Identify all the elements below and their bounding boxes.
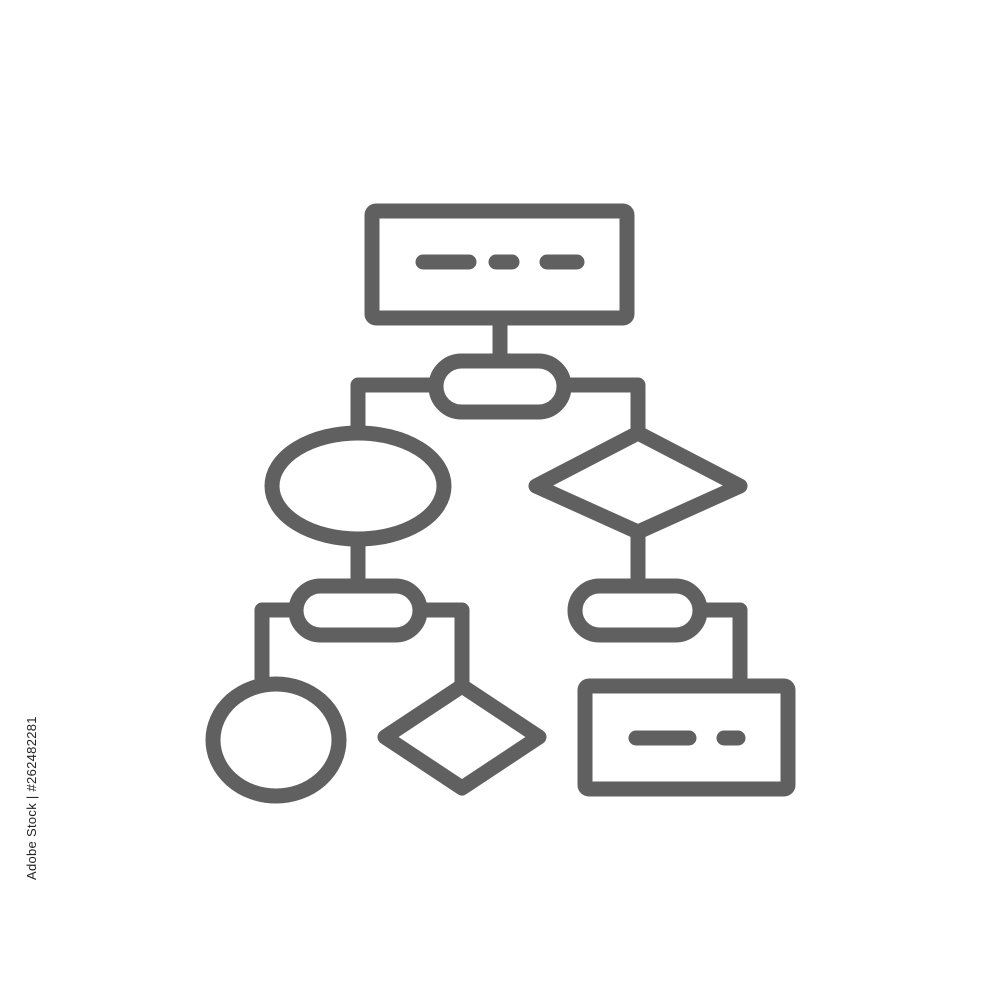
process-box-top (364, 203, 635, 326)
connector-lower-left-branch (254, 602, 304, 693)
decision-diamond-right (528, 425, 748, 540)
pill-node-lower-left (288, 578, 428, 643)
terminal-ellipse-bottom (205, 676, 347, 804)
decision-diamond-bottom (377, 678, 547, 796)
connector-left-branch (350, 377, 444, 441)
terminal-ellipse-left (264, 425, 452, 547)
connector-right-branch (556, 377, 646, 441)
connector-lower-right-branch (692, 602, 748, 693)
pill-node-top (428, 353, 572, 420)
process-box-bottom (577, 678, 796, 797)
stock-id-label: Adobe Stock | #262482281 (24, 716, 39, 880)
pill-node-lower-right (567, 578, 708, 643)
connector-lower-mid-branch (412, 602, 470, 693)
